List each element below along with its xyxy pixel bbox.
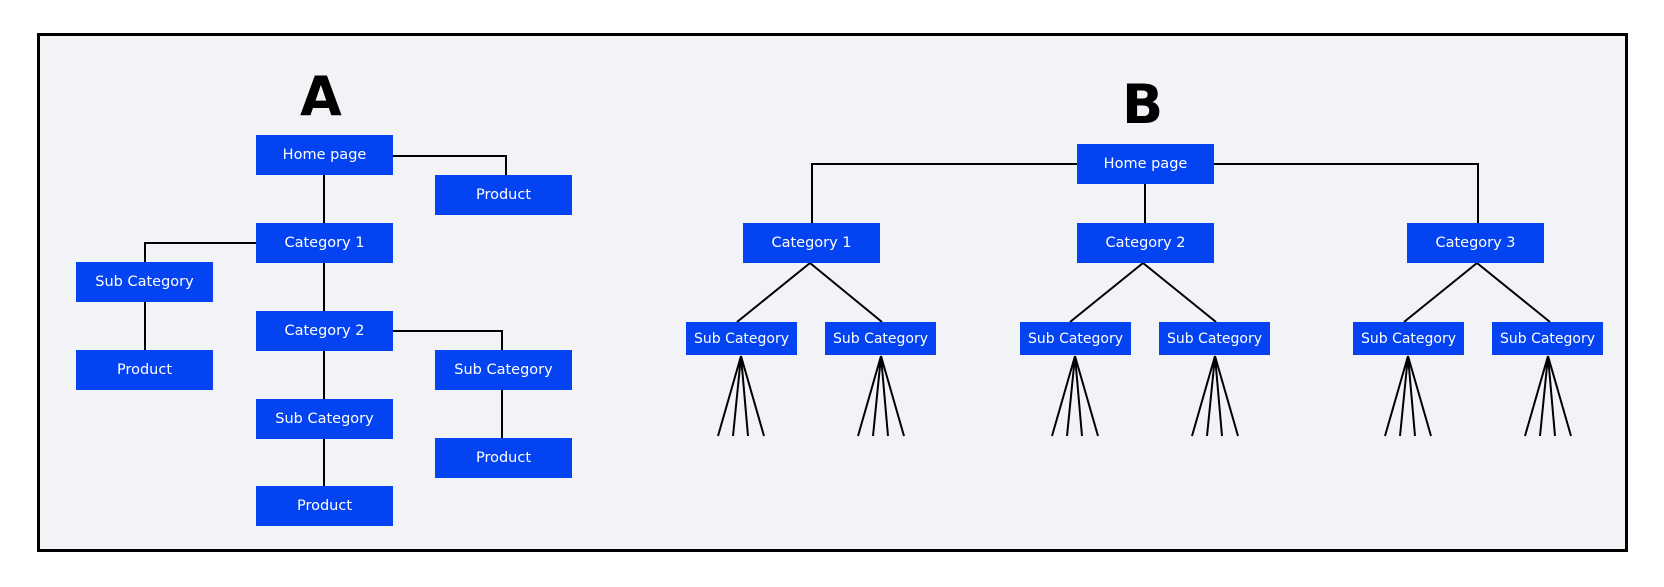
node-sub-category: Sub Category bbox=[1020, 322, 1131, 355]
node-sub-category: Sub Category bbox=[825, 322, 936, 355]
node-sub-category: Sub Category bbox=[1159, 322, 1270, 355]
edge-home-category3 bbox=[1213, 163, 1479, 223]
node-category-2: Category 2 bbox=[1077, 223, 1214, 263]
diagram-b-title: B bbox=[1122, 73, 1164, 136]
edge-category-subcategory bbox=[736, 262, 811, 323]
node-sub-category: Sub Category bbox=[435, 350, 572, 390]
edge-home-product bbox=[392, 155, 507, 175]
node-category-3: Category 3 bbox=[1407, 223, 1544, 263]
edge-category-subcategory bbox=[1403, 262, 1478, 323]
edge-category-subcategory bbox=[1142, 262, 1217, 323]
node-sub-category: Sub Category bbox=[1353, 322, 1464, 355]
node-category-1: Category 1 bbox=[743, 223, 880, 263]
node-product: Product bbox=[435, 438, 572, 478]
edge-category-subcategory bbox=[1476, 262, 1551, 323]
node-home-page: Home page bbox=[256, 135, 393, 175]
diagram-a-title: A bbox=[300, 65, 342, 128]
node-product: Product bbox=[435, 175, 572, 215]
fanout-lines bbox=[717, 355, 1572, 437]
node-product: Product bbox=[76, 350, 213, 390]
node-category-1: Category 1 bbox=[256, 223, 393, 263]
node-category-2: Category 2 bbox=[256, 311, 393, 351]
edge-category2-subcategory bbox=[392, 330, 503, 350]
edge-category-subcategory bbox=[809, 262, 883, 323]
edge-category-subcategory bbox=[1069, 262, 1144, 323]
node-home-page: Home page bbox=[1077, 144, 1214, 184]
edge-category1-subcategory bbox=[144, 242, 256, 262]
node-sub-category: Sub Category bbox=[76, 262, 213, 302]
node-product: Product bbox=[256, 486, 393, 526]
diagram-frame bbox=[37, 33, 1628, 552]
node-sub-category: Sub Category bbox=[1492, 322, 1603, 355]
edge-home-category1 bbox=[811, 163, 1077, 223]
node-sub-category: Sub Category bbox=[686, 322, 797, 355]
node-sub-category: Sub Category bbox=[256, 399, 393, 439]
